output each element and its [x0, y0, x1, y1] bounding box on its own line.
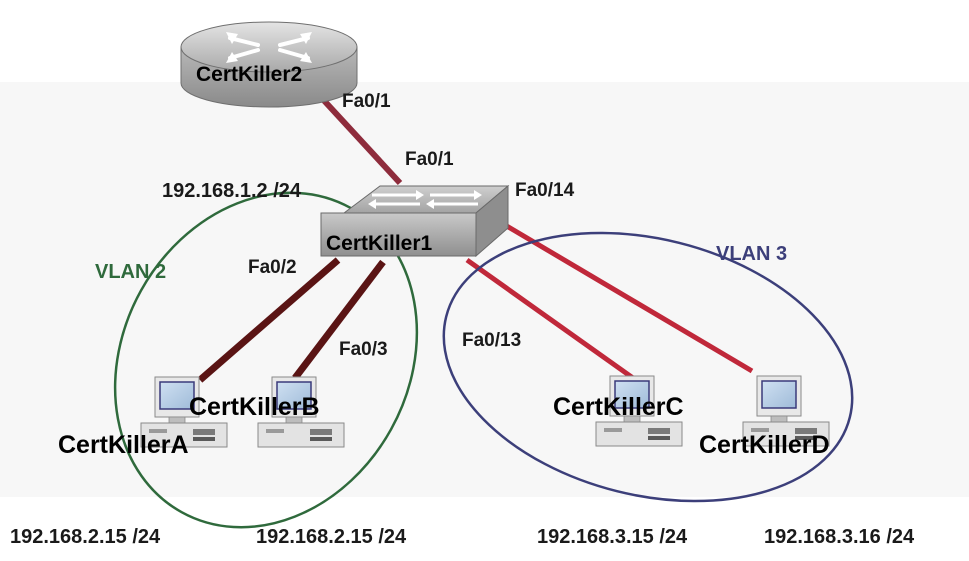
host-c-name: CertKillerC — [553, 393, 684, 421]
switch-ip-label: 192.168.1.2 /24 — [162, 180, 302, 202]
host-b-ip: 192.168.2.15 /24 — [256, 526, 407, 548]
link-router-switch — [315, 91, 403, 186]
host-d-ip: 192.168.3.16 /24 — [764, 526, 915, 548]
switch-icon — [320, 184, 510, 258]
switch-name: CertKiller1 — [326, 232, 433, 255]
vlan3-boundary — [442, 231, 854, 503]
link-switch-pc-c — [465, 257, 635, 381]
vlan3-label: VLAN 3 — [716, 243, 788, 265]
switch-uplink-port-label: Fa0/1 — [405, 149, 454, 170]
host-b-name: CertKillerB — [189, 393, 320, 421]
switch-port-c-label: Fa0/13 — [462, 330, 522, 351]
switch-port-d-label: Fa0/14 — [515, 180, 575, 201]
link-switch-pc-a — [197, 257, 341, 383]
router-icon — [180, 21, 358, 108]
link-switch-pc-d — [498, 219, 754, 374]
host-a-name: CertKillerA — [58, 431, 189, 459]
link-switch-pc-b — [292, 259, 386, 381]
host-a-ip: 192.168.2.15 /24 — [10, 526, 161, 548]
host-c-ip: 192.168.3.15 /24 — [537, 526, 688, 548]
switch-port-b-label: Fa0/3 — [339, 339, 388, 360]
router-port-label: Fa0/1 — [342, 91, 391, 112]
router-name: CertKiller2 — [196, 63, 303, 86]
switch-port-a-label: Fa0/2 — [248, 257, 297, 278]
vlan2-label: VLAN 2 — [95, 261, 167, 283]
host-d-name: CertKillerD — [699, 431, 830, 459]
